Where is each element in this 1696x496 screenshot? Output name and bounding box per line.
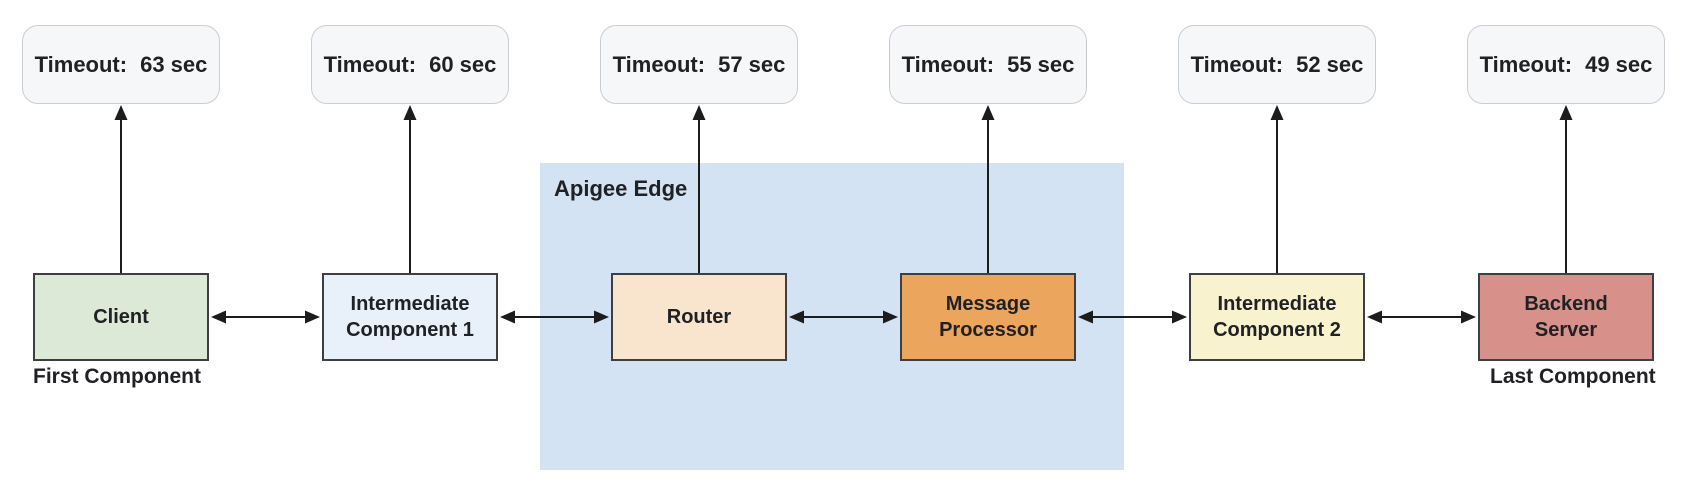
component-label-line: Server (1534, 319, 1598, 341)
timeout-pill-client: Timeout: 63 sec (22, 25, 220, 104)
timeout-value: 57 sec (718, 51, 786, 77)
component-box-client: Client (33, 273, 209, 361)
component-label-line: Component 2 (1213, 319, 1341, 341)
connector-message-processor-intermediate-component-2-right-arrowhead (1172, 310, 1187, 324)
timeout-pill-intermediate-component-1: Timeout: 60 sec (311, 25, 509, 104)
connector-intermediate-component-2-backend-server-right-arrowhead (1461, 310, 1476, 324)
component-box-router: Router (611, 273, 787, 361)
arrowhead-up-client (114, 105, 128, 120)
component-label-line: Intermediate (350, 293, 470, 315)
caption-backend-server: Last Component (1490, 365, 1656, 388)
component-label-line: Client (93, 306, 149, 328)
timeout-value: 63 sec (140, 51, 208, 77)
component-label-line: Intermediate (1217, 293, 1337, 315)
caption-client: First Component (33, 365, 201, 388)
timeout-value: 52 sec (1296, 51, 1364, 77)
arrowhead-up-message-processor (981, 105, 995, 120)
connector-client-intermediate-component-1-left-arrowhead (211, 310, 226, 324)
timeout-label: Timeout: (901, 51, 995, 77)
timeout-pill-message-processor: Timeout: 55 sec (889, 25, 1087, 104)
component-label-line: Router (666, 306, 732, 328)
timeout-label: Timeout: (323, 51, 417, 77)
component-label-line: Processor (939, 319, 1037, 341)
arrowhead-up-router (692, 105, 706, 120)
component-label-line: Backend (1524, 293, 1608, 315)
connector-intermediate-component-2-backend-server-left-arrowhead (1367, 310, 1382, 324)
timeout-label: Timeout: (1479, 51, 1573, 77)
component-label-line: Message (945, 293, 1031, 315)
component-label-line: Component 1 (346, 319, 474, 341)
arrowhead-up-intermediate-component-1 (403, 105, 417, 120)
timeout-label: Timeout: (1190, 51, 1284, 77)
apigee-edge-region-label: Apigee Edge (554, 176, 688, 201)
timeout-pill-backend-server: Timeout: 49 sec (1467, 25, 1665, 104)
timeout-pill-router: Timeout: 57 sec (600, 25, 798, 104)
timeout-value: 55 sec (1007, 51, 1075, 77)
arrowhead-up-backend-server (1559, 105, 1573, 120)
timeout-label: Timeout: (34, 51, 128, 77)
timeout-label: Timeout: (612, 51, 706, 77)
connector-intermediate-component-1-router-left-arrowhead (500, 310, 515, 324)
timeout-pill-intermediate-component-2: Timeout: 52 sec (1178, 25, 1376, 104)
timeout-value: 49 sec (1585, 51, 1653, 77)
connector-client-intermediate-component-1-right-arrowhead (305, 310, 320, 324)
arrowhead-up-intermediate-component-2 (1270, 105, 1284, 120)
timeout-value: 60 sec (429, 51, 497, 77)
